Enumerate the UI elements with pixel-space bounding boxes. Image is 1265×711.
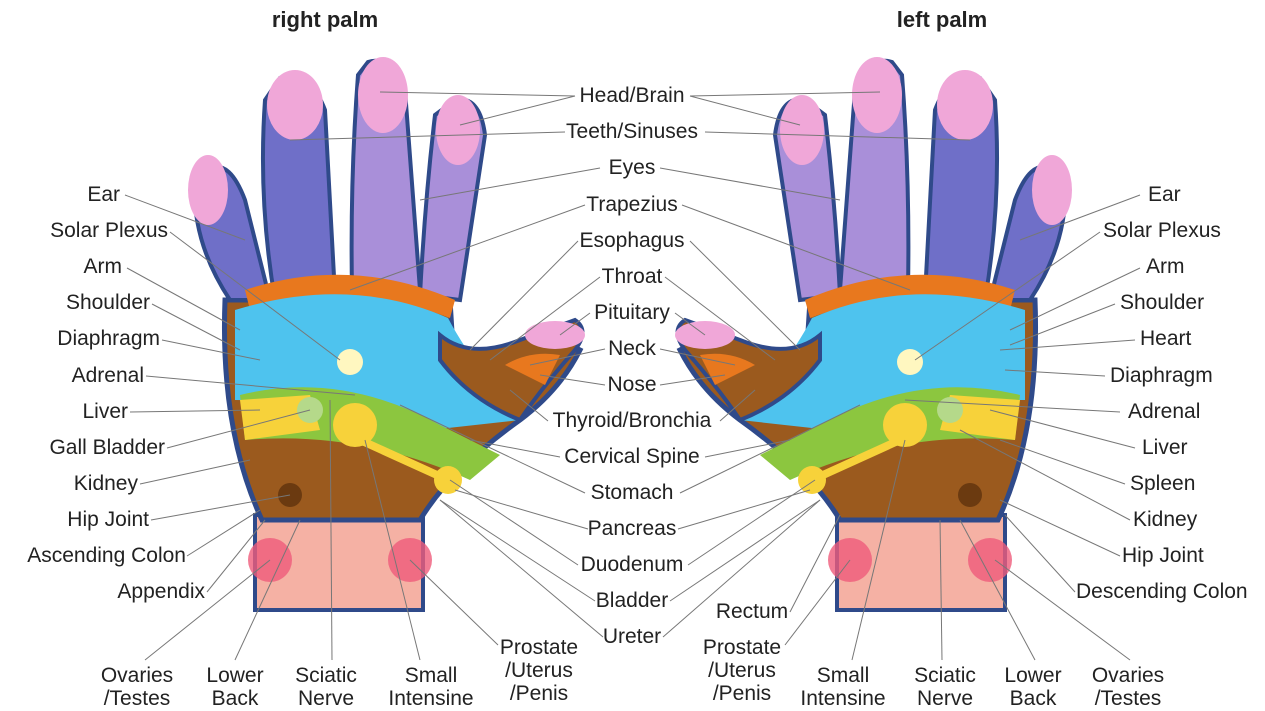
label-ovaries-testes-left: Ovaries /Testes <box>1091 664 1165 710</box>
label-liver-right: Liver <box>82 400 128 423</box>
label-adrenal-right: Adrenal <box>71 364 144 387</box>
label-small-intensine-right: Small Intensine <box>388 664 474 710</box>
label-descending-colon: Descending Colon <box>1076 580 1248 603</box>
label-small-intensine-left: Small Intensine <box>800 664 886 710</box>
label-head-brain: Head/Brain <box>579 84 685 107</box>
label-diaphragm-left: Diaphragm <box>1110 364 1213 387</box>
label-arm-left: Arm <box>1146 255 1185 278</box>
label-arm-right: Arm <box>83 255 123 278</box>
label-spleen: Spleen <box>1130 472 1196 495</box>
label-rectum: Rectum <box>715 600 789 623</box>
label-ear-right: Ear <box>87 183 120 206</box>
label-shoulder-left: Shoulder <box>1120 291 1205 314</box>
left-palm-drawing <box>675 57 1072 610</box>
label-throat: Throat <box>601 265 663 288</box>
label-nose: Nose <box>607 373 657 396</box>
label-appendix: Appendix <box>117 580 205 603</box>
label-solar-plexus-right: Solar Plexus <box>50 219 168 242</box>
label-prostate-uterus-penis-right: Prostate /Uterus /Penis <box>499 636 579 705</box>
label-prostate-uterus-penis-left: Prostate /Uterus /Penis <box>702 636 782 705</box>
label-teeth-sinuses: Teeth/Sinuses <box>566 120 698 143</box>
label-pituitary: Pituitary <box>594 301 670 324</box>
label-heart: Heart <box>1140 327 1192 350</box>
label-duodenum: Duodenum <box>580 553 684 576</box>
label-gall-bladder: Gall Bladder <box>49 436 165 459</box>
label-ovaries-testes-right: Ovaries /Testes <box>100 664 174 710</box>
label-neck: Neck <box>608 337 656 360</box>
label-ureter: Ureter <box>602 625 662 648</box>
label-pancreas: Pancreas <box>587 517 677 540</box>
label-lower-back-left: Lower Back <box>1004 664 1062 710</box>
label-ear-left: Ear <box>1148 183 1181 206</box>
label-adrenal-left: Adrenal <box>1128 400 1201 423</box>
label-sciatic-nerve-left: Sciatic Nerve <box>914 664 976 710</box>
label-lower-back-right: Lower Back <box>206 664 264 710</box>
label-thyroid-bronchia: Thyroid/Bronchia <box>552 409 712 432</box>
label-hip-joint-left: Hip Joint <box>1122 544 1204 567</box>
label-cervical-spine: Cervical Spine <box>564 445 700 468</box>
left-palm-title: left palm <box>896 7 988 32</box>
label-eyes: Eyes <box>608 156 656 179</box>
label-esophagus: Esophagus <box>579 229 685 252</box>
label-stomach: Stomach <box>590 481 674 504</box>
label-trapezius: Trapezius <box>586 193 678 216</box>
label-kidney-left: Kidney <box>1133 508 1198 531</box>
label-ascending-colon: Ascending Colon <box>27 544 186 567</box>
right-palm-title: right palm <box>271 7 379 32</box>
label-liver-left: Liver <box>1142 436 1188 459</box>
label-solar-plexus-left: Solar Plexus <box>1103 219 1221 242</box>
label-diaphragm-right: Diaphragm <box>57 327 160 350</box>
label-sciatic-nerve-right: Sciatic Nerve <box>295 664 357 710</box>
label-hip-joint-right: Hip Joint <box>67 508 149 531</box>
label-kidney-right: Kidney <box>73 472 138 495</box>
leader-lines <box>124 91 1141 661</box>
label-shoulder-right: Shoulder <box>65 291 150 314</box>
label-bladder: Bladder <box>595 589 669 612</box>
